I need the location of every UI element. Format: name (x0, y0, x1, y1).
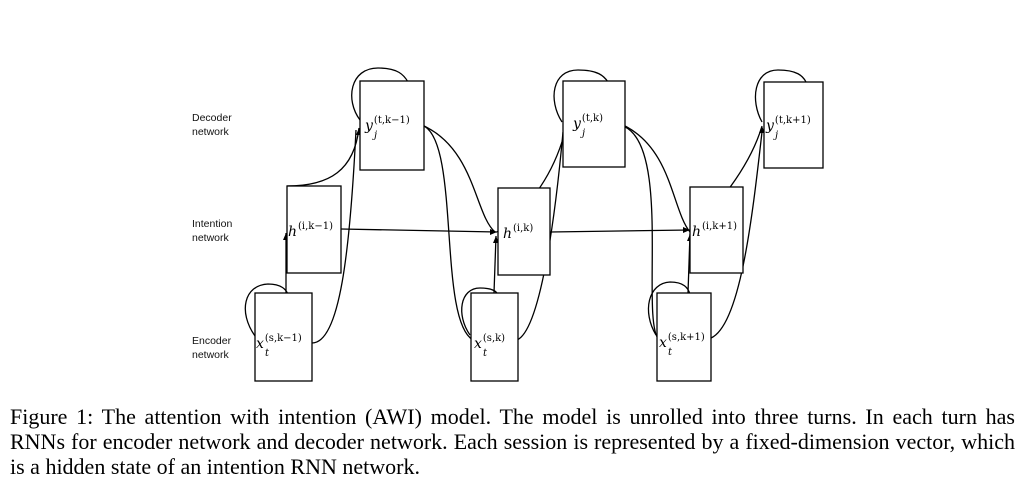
encoder-superscript-2: (s,k) (483, 333, 505, 344)
dec-to-int-2 (624, 125, 691, 233)
encoder-state-label-1: x(s,k−1) (256, 333, 302, 352)
dec-to-enc-1 (423, 125, 474, 341)
intention-state-label-3: h(i,k+1) (692, 221, 737, 240)
enc-to-int-2 (493, 235, 497, 294)
intention-state-label-1: h(i,k−1) (288, 221, 333, 240)
decoder-var-1: y (364, 118, 374, 134)
decoder-box-2 (562, 80, 626, 168)
decoder-subscript-2: j (580, 128, 585, 139)
decoder-state-label-2: y(t,k) (572, 113, 603, 132)
decoder-label-line2: network (192, 126, 229, 138)
intention-network-label: Intention network (192, 217, 232, 245)
decoder-state-label-1: y(t,k−1) (364, 115, 410, 134)
decoder-var-3: y (765, 118, 775, 134)
encoder-var-1: x (256, 336, 264, 352)
self-loop-dec-2 (553, 69, 609, 123)
intention-superscript-1: (i,k−1) (298, 221, 333, 232)
decoder-label-line1: Decoder (192, 112, 232, 124)
intention-superscript-2: (i,k) (513, 223, 533, 234)
encoder-box-1 (254, 292, 313, 382)
encoder-var-2: x (474, 336, 482, 352)
self-loop-dec-1 (351, 67, 409, 121)
intention-var-2: h (503, 226, 512, 242)
dec-to-int-1 (423, 125, 496, 233)
decoder-superscript-2: (t,k) (582, 113, 603, 124)
decoder-state-label-3: y(t,k+1) (765, 115, 811, 134)
encoder-box-2 (470, 292, 519, 382)
decoder-box-1 (359, 80, 425, 171)
decoder-superscript-3: (t,k+1) (775, 115, 811, 126)
intention-var-1: h (288, 224, 297, 240)
encoder-superscript-3: (s,k+1) (668, 332, 705, 343)
encoder-state-label-3: x(s,k+1) (659, 332, 705, 351)
decoder-box-3 (763, 81, 824, 169)
decoder-var-2: y (572, 116, 582, 132)
encoder-box-3 (656, 292, 712, 382)
intention-box-3 (689, 186, 744, 274)
decoder-superscript-1: (t,k−1) (374, 115, 410, 126)
decoder-subscript-1: j (372, 130, 377, 141)
dec-to-enc-2 (622, 125, 660, 341)
int-to-dec-1 (286, 127, 360, 187)
encoder-superscript-1: (s,k−1) (265, 333, 302, 344)
encoder-state-label-2: x(s,k) (474, 333, 505, 352)
self-loop-dec-3 (754, 69, 807, 123)
intention-box-2 (497, 187, 551, 276)
caption-label: Figure 1: (10, 404, 94, 429)
intention-box-1 (286, 185, 342, 274)
self-loop-enc-1 (244, 283, 289, 337)
intention-label-line2: network (192, 232, 229, 244)
encoder-subscript-3: t (668, 347, 673, 358)
encoder-var-3: x (659, 335, 667, 351)
caption-text: The attention with intention (AWI) model… (10, 404, 1015, 479)
encoder-subscript-1: t (265, 348, 270, 359)
intention-link-2-3 (549, 229, 691, 233)
intention-state-label-2: h(i,k) (503, 223, 533, 242)
enc-to-dec-1 (311, 129, 357, 344)
intention-superscript-3: (i,k+1) (702, 221, 737, 232)
intention-link-1-2 (340, 228, 498, 233)
encoder-label-line1: Encoder (192, 335, 232, 347)
encoder-subscript-2: t (483, 348, 488, 359)
figure-caption: Figure 1: The attention with intention (… (10, 404, 1015, 479)
self-loop-enc-3 (647, 281, 691, 336)
self-loop-enc-2 (461, 287, 499, 336)
encoder-label-line2: network (192, 349, 229, 361)
decoder-subscript-3: j (773, 130, 778, 141)
intention-var-3: h (692, 224, 701, 240)
decoder-network-label: Decoder network (192, 111, 232, 139)
encoder-network-label: Encoder network (192, 334, 231, 362)
intention-label-line1: Intention (192, 218, 233, 230)
